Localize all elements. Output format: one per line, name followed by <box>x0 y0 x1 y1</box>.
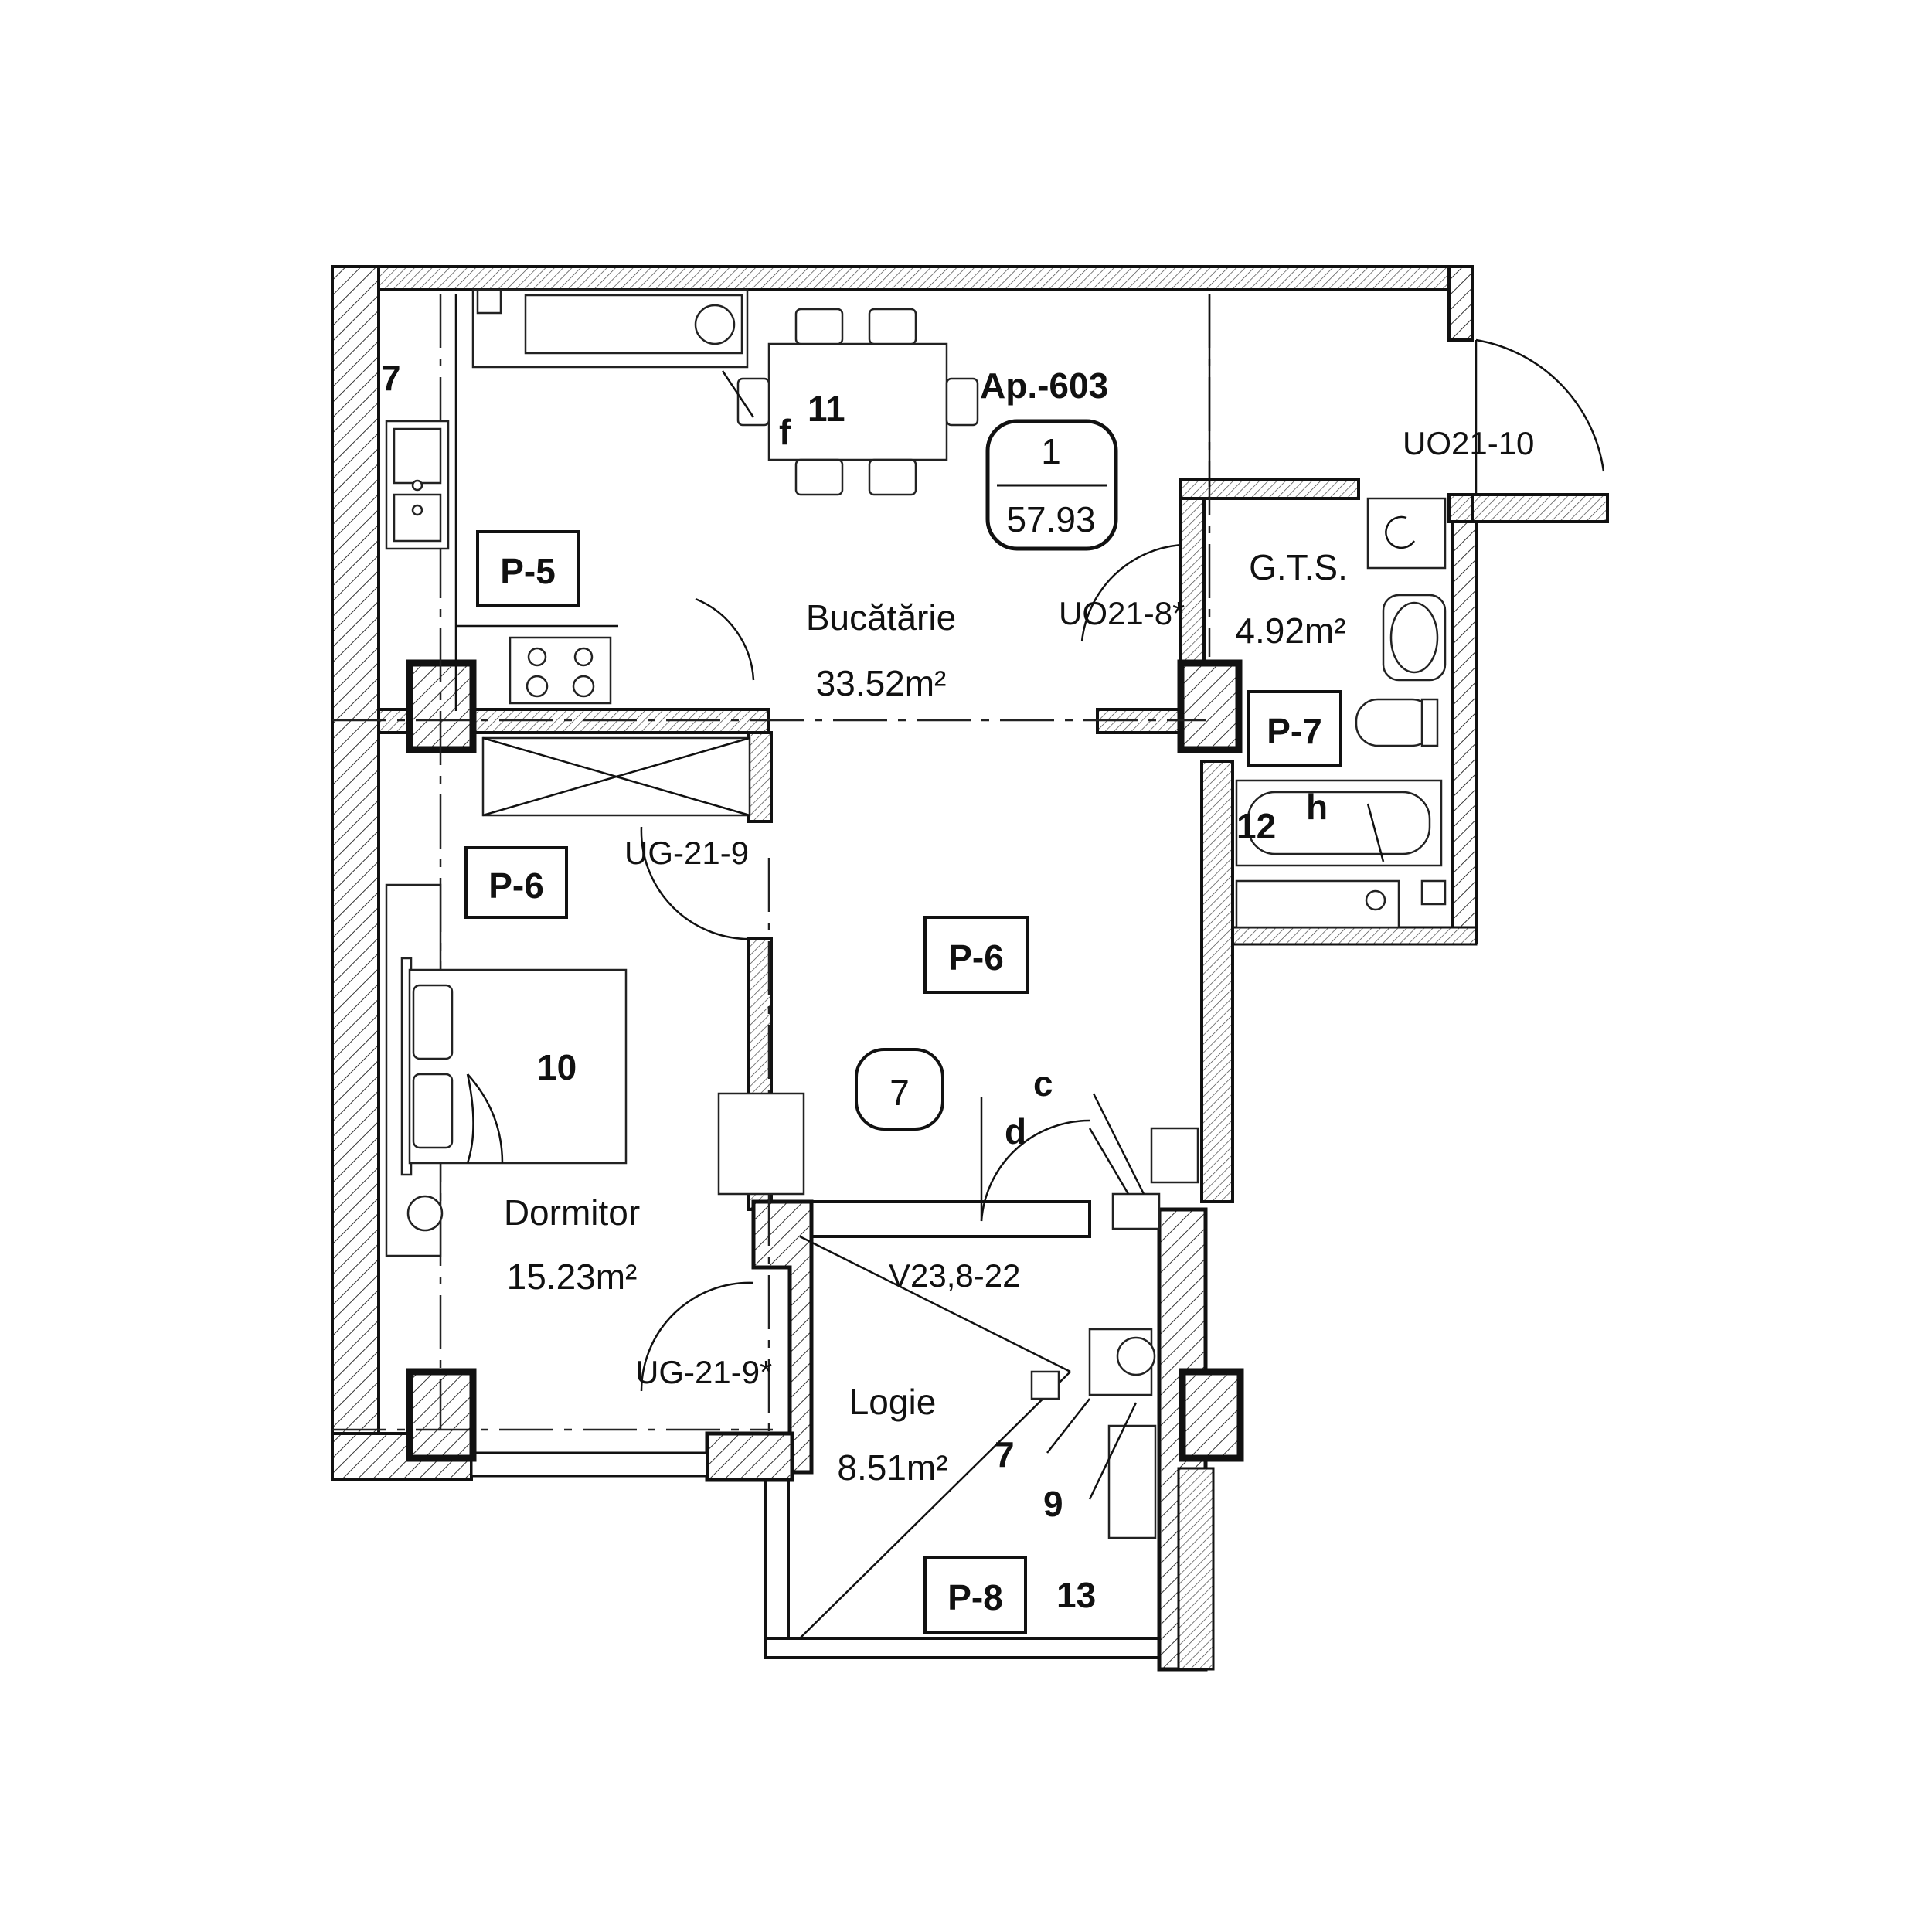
leader-lines <box>721 370 1385 1500</box>
marker-h: h <box>1306 787 1328 827</box>
marker-13: 13 <box>1056 1575 1096 1615</box>
kitchen-furniture <box>385 288 1211 711</box>
bedroom-name: Dormitor <box>504 1192 640 1233</box>
tag-p8: P-8 <box>947 1577 1003 1617</box>
apartment-title: Ap.-603 <box>980 366 1108 406</box>
door-uo21-8: UO21-8* <box>1059 595 1185 631</box>
tag-boxes <box>464 530 1342 1634</box>
marker-10: 10 <box>537 1047 577 1087</box>
door-ug21-9: UG-21-9 <box>624 835 749 871</box>
marker-c: c <box>1033 1063 1053 1104</box>
tag-p7: P-7 <box>1267 711 1322 751</box>
loggia-fixtures <box>799 1127 1199 1639</box>
loggia-name: Logie <box>849 1382 937 1422</box>
tag-p6-hall: P-6 <box>948 937 1004 978</box>
bedroom-furniture <box>385 736 805 1257</box>
apartment-total-area: 57.93 <box>1006 499 1095 539</box>
window-v23: V23,8-22 <box>889 1257 1020 1294</box>
marker-7-loggia: 7 <box>995 1434 1015 1475</box>
marker-11: 11 <box>808 389 845 429</box>
tag-p6-bedroom: P-6 <box>488 866 544 906</box>
marker-7-circle: 7 <box>889 1073 910 1113</box>
door-uo21-10: UO21-10 <box>1403 425 1534 461</box>
marker-9: 9 <box>1043 1484 1063 1524</box>
marker-f: f <box>779 412 791 452</box>
doors <box>640 338 1605 1392</box>
bedroom-area: 15.23m² <box>507 1257 638 1297</box>
loggia-area: 8.51m² <box>837 1447 947 1488</box>
tag-p5: P-5 <box>500 551 556 591</box>
bathroom-area: 4.92m² <box>1235 611 1345 651</box>
columns <box>406 659 1244 1462</box>
door-ug21-9b: UG-21-9* <box>635 1354 772 1390</box>
kitchen-name: Bucătărie <box>806 597 956 638</box>
apartment-marker <box>855 419 1118 1131</box>
bathroom-name: G.T.S. <box>1249 547 1348 587</box>
marker-12: 12 <box>1236 806 1276 846</box>
marker-7-left: 7 <box>381 358 401 398</box>
bathroom-fixtures <box>1235 497 1447 929</box>
kitchen-area: 33.52m² <box>816 663 947 703</box>
apartment-rooms-count: 1 <box>1041 431 1061 471</box>
marker-d: d <box>1005 1111 1026 1151</box>
